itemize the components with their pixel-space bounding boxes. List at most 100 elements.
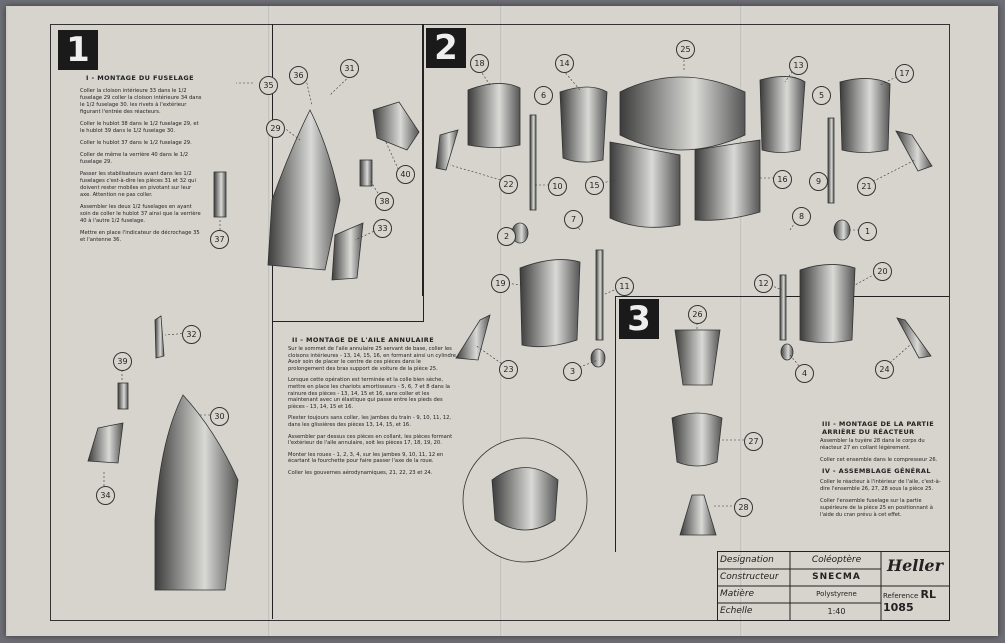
part-callout: 32 bbox=[182, 325, 201, 344]
instruction-step: Lorsque cette opération est terminée et … bbox=[288, 377, 450, 410]
section-2-frame bbox=[422, 24, 949, 296]
part-callout: 23 bbox=[499, 360, 518, 379]
fuselage-half-29 bbox=[267, 109, 341, 271]
fold-line bbox=[500, 6, 503, 636]
reference: Reference RL 1085 bbox=[883, 588, 949, 614]
nozzle-28 bbox=[679, 494, 717, 536]
panel-18 bbox=[467, 83, 521, 148]
part-callout: 6 bbox=[534, 86, 553, 105]
instruction-step: Coller l'ensemble fuselage sur la partie… bbox=[820, 498, 933, 518]
section-2-steps: Sur le sommet de l'aile annulaire 25 ser… bbox=[288, 346, 458, 482]
part-callout: 28 bbox=[734, 498, 753, 517]
panel-13 bbox=[759, 76, 806, 153]
rudder-21 bbox=[895, 130, 933, 172]
part-callout: 9 bbox=[809, 172, 828, 191]
gear-leg-10 bbox=[529, 114, 537, 211]
window-38 bbox=[359, 159, 373, 187]
part-callout: 22 bbox=[499, 175, 518, 194]
part-callout: 21 bbox=[857, 177, 876, 196]
part-callout: 38 bbox=[375, 192, 394, 211]
part-callout: 30 bbox=[210, 407, 229, 426]
wheel-1 bbox=[833, 219, 851, 241]
instruction-step: Monter les roues - 1, 2, 3, 4, sur les j… bbox=[288, 451, 444, 465]
instruction-step: Coller les gouvernes aérodynamiques, 21,… bbox=[288, 469, 433, 476]
part-callout: 13 bbox=[789, 56, 808, 75]
instruction-step: Coller le hublot 37 dans le 1/2 fuselage… bbox=[80, 140, 192, 146]
part-callout: 35 bbox=[259, 76, 278, 95]
bulkhead-33 bbox=[331, 222, 364, 281]
section-1-diagram-frame bbox=[272, 24, 424, 322]
step-number-2: 2 bbox=[426, 28, 466, 68]
section-2-heading: II - MONTAGE DE L'AILE ANNULAIRE bbox=[292, 336, 435, 344]
bulkhead-34 bbox=[87, 422, 124, 464]
part-callout: 39 bbox=[113, 352, 132, 371]
reference-value: RL 1085 bbox=[883, 588, 936, 614]
part-callout: 11 bbox=[615, 277, 634, 296]
wheel-4 bbox=[780, 343, 794, 361]
title-block-grid bbox=[718, 552, 949, 620]
instruction-step: Coller le hublot 38 dans le 1/2 fuselage… bbox=[80, 121, 199, 134]
instruction-step: Coller de même la verrière 40 dans le 1/… bbox=[80, 152, 189, 165]
panel-16 bbox=[694, 139, 761, 221]
part-callout: 29 bbox=[266, 119, 285, 138]
part-callout: 16 bbox=[773, 170, 792, 189]
part-callout: 36 bbox=[289, 66, 308, 85]
reactor-body-27 bbox=[671, 412, 723, 467]
stabilizer-32 bbox=[154, 315, 165, 359]
part-callout: 19 bbox=[491, 274, 510, 293]
part-callout: 14 bbox=[555, 54, 574, 73]
gear-leg-11 bbox=[595, 249, 604, 341]
panel-15 bbox=[609, 141, 681, 228]
section-4-heading: IV - ASSEMBLAGE GÉNÉRAL bbox=[822, 467, 931, 475]
instruction-step: Coller la cloison intérieure 33 dans le … bbox=[80, 88, 202, 115]
part-callout: 7 bbox=[564, 210, 583, 229]
instruction-step: Plester toujours sans coller, les jambes… bbox=[288, 415, 452, 428]
instruction-step: Passer les stabilisateurs avant dans les… bbox=[80, 171, 196, 198]
part-callout: 34 bbox=[96, 486, 115, 505]
echelle-label: Echelle bbox=[720, 606, 753, 616]
part-callout: 27 bbox=[744, 432, 763, 451]
constructeur-value: SNECMA bbox=[812, 572, 861, 582]
rudder-23 bbox=[455, 314, 491, 361]
rudder-22 bbox=[435, 129, 459, 171]
window-37 bbox=[213, 171, 227, 218]
part-callout: 3 bbox=[563, 362, 582, 381]
instruction-step: Assembler par dessus ces pièces en colla… bbox=[288, 433, 453, 447]
part-callout: 10 bbox=[548, 177, 567, 196]
ring-wing-25 bbox=[619, 76, 746, 151]
part-callout: 15 bbox=[585, 176, 604, 195]
panel-14 bbox=[559, 86, 608, 163]
part-callout: 18 bbox=[470, 54, 489, 73]
section-4-steps: Coller le réacteur à l'intérieur de l'ai… bbox=[820, 479, 945, 524]
part-callout: 5 bbox=[812, 86, 831, 105]
part-callout: 12 bbox=[754, 274, 773, 293]
section-2-text-frame bbox=[272, 321, 468, 619]
part-callout: 26 bbox=[688, 305, 707, 324]
gear-leg-12 bbox=[779, 274, 787, 341]
instruction-step: Mettre en place l'indicateur de décrocha… bbox=[80, 230, 200, 243]
part-callout: 17 bbox=[895, 64, 914, 83]
section-3-heading: III - MONTAGE DE LA PARTIE ARRIÈRE DU RÉ… bbox=[822, 420, 935, 436]
part-callout: 2 bbox=[497, 227, 516, 246]
section-3-steps: Assembler la tuyère 28 dans le corps du … bbox=[820, 438, 945, 469]
instruction-step: Assembler la tuyère 28 dans le corps du … bbox=[820, 438, 925, 451]
panel-19 bbox=[519, 259, 581, 348]
part-callout: 8 bbox=[792, 207, 811, 226]
part-callout: 40 bbox=[396, 165, 415, 184]
designation-label: Designation bbox=[720, 555, 774, 565]
step-number-3: 3 bbox=[619, 299, 659, 339]
step-number-1: 1 bbox=[58, 30, 98, 70]
part-callout: 37 bbox=[210, 230, 229, 249]
part-callout: 24 bbox=[875, 360, 894, 379]
fold-line bbox=[740, 6, 743, 636]
fuselage-half-30 bbox=[154, 394, 239, 591]
matiere-value: Polystyrene bbox=[816, 590, 857, 598]
part-callout: 25 bbox=[676, 40, 695, 59]
compressor-26 bbox=[674, 329, 721, 386]
window-39 bbox=[117, 382, 129, 410]
part-callout: 1 bbox=[858, 222, 877, 241]
part-callout: 31 bbox=[340, 59, 359, 78]
instruction-step: Coller cet ensemble dans le compresseur … bbox=[820, 457, 938, 463]
sheet-border bbox=[50, 24, 950, 621]
